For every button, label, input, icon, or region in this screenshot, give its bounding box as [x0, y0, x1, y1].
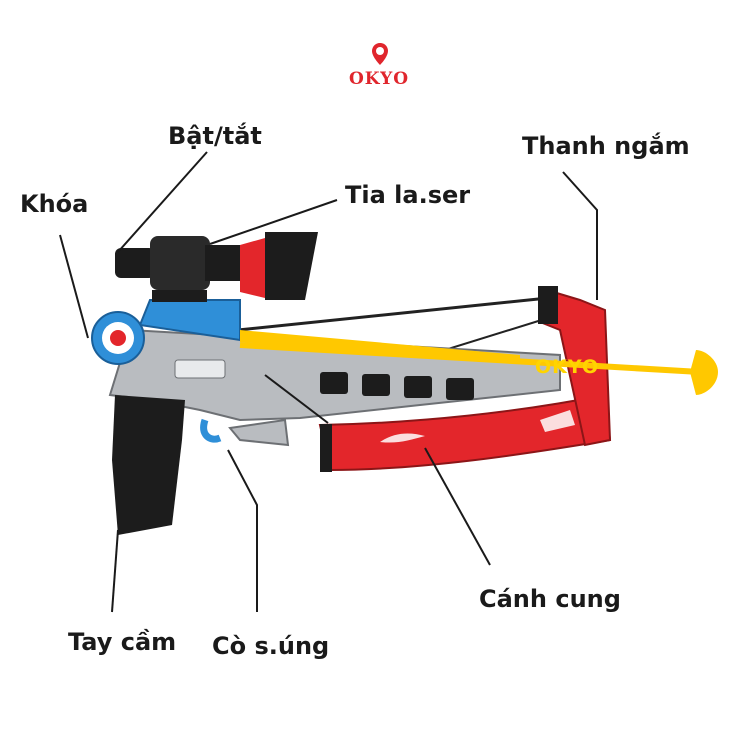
- crossbow-body: [108, 299, 561, 422]
- pointer-lines: [59, 151, 598, 613]
- scope: [115, 232, 318, 302]
- bow-string: [237, 296, 549, 332]
- label-khoa: Khóa: [20, 190, 89, 218]
- pointer-khoa: [59, 234, 89, 339]
- arrow: [239, 342, 718, 395]
- label-canh-cung: Cánh cung: [479, 585, 621, 613]
- pointer-canh-cung: [424, 447, 491, 566]
- pointer-tia-laser: [209, 199, 338, 245]
- grip: [112, 395, 185, 535]
- watermark: OKYO: [535, 356, 600, 378]
- pointer-co-sung: [227, 449, 258, 612]
- location-pin-icon: [372, 43, 388, 65]
- brand-logo-text: OKYO: [348, 69, 410, 89]
- trigger: [200, 418, 222, 443]
- lock-dial: [91, 311, 145, 365]
- label-thanh-ngam: Thanh ngắm: [522, 132, 690, 160]
- label-tay-cam: Tay cầm: [68, 628, 177, 656]
- label-tia-laser: Tia la.ser: [345, 181, 471, 209]
- pointer-bat-tat: [117, 151, 208, 253]
- pointer-thanh-ngam: [562, 171, 598, 300]
- label-bat-tat: Bật/tắt: [168, 122, 262, 150]
- pointer-tay-cam: [111, 529, 119, 613]
- bow-limb: [318, 286, 612, 472]
- pointer-body: [264, 374, 329, 424]
- label-co-sung: Cò s.úng: [212, 632, 330, 660]
- trigger-guard: [228, 418, 290, 447]
